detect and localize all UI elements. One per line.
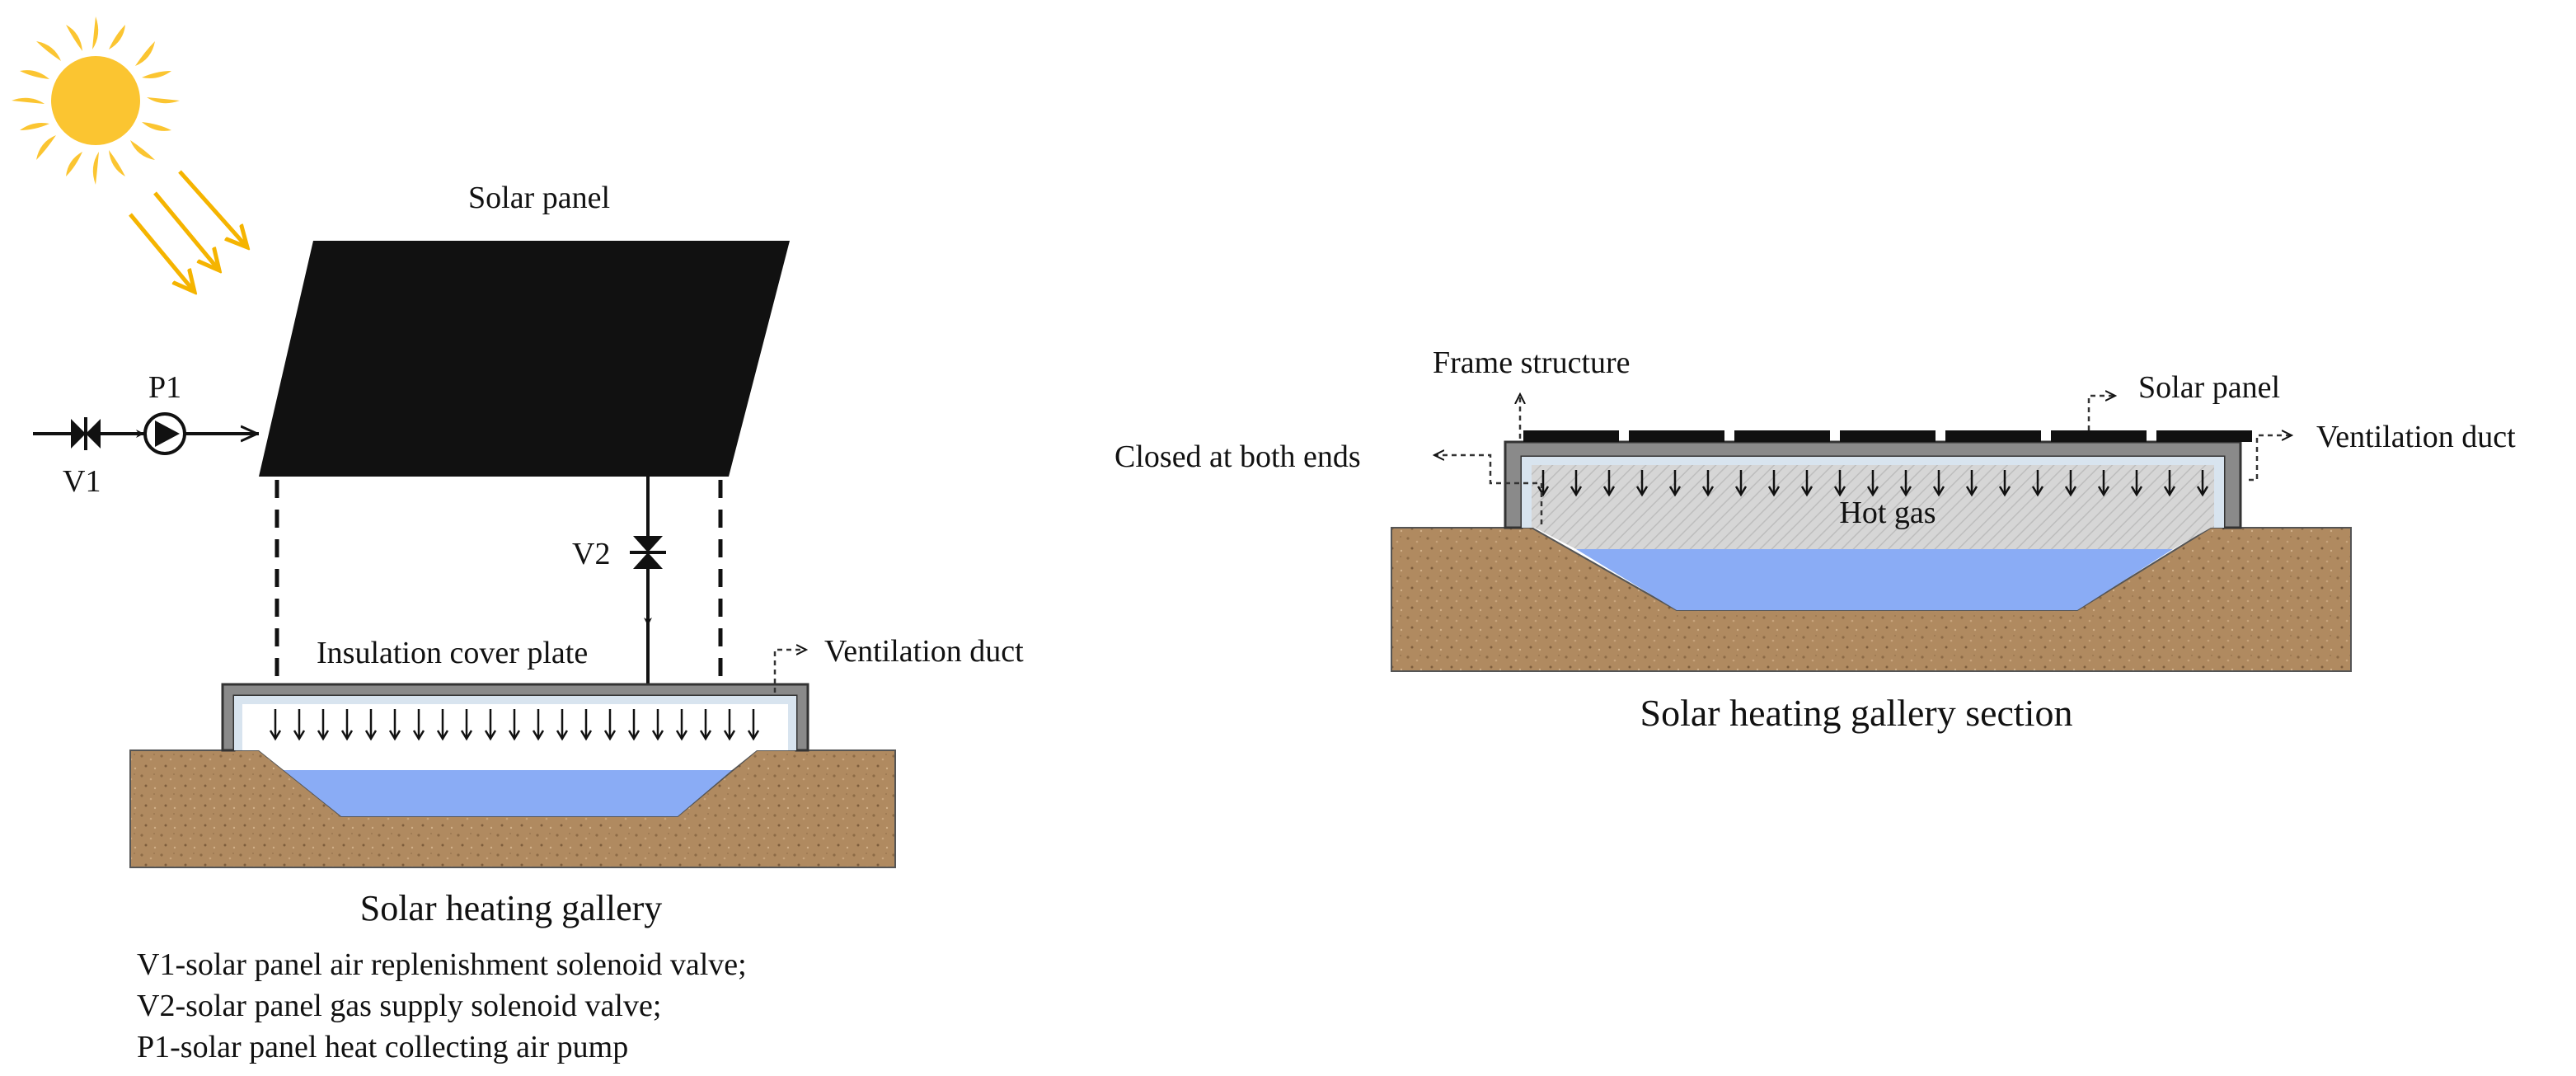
arrow-head	[508, 730, 521, 741]
p1-label: P1	[148, 370, 181, 405]
right-figure: Hot gas Frame structure Closed at both e…	[1114, 345, 2516, 734]
arrow-head	[651, 730, 664, 741]
arrow-head	[556, 730, 569, 741]
arrow-head	[293, 730, 306, 741]
arrow-head	[1734, 486, 1748, 497]
arrow-head	[1767, 486, 1781, 497]
arrow-head	[699, 730, 712, 741]
down-arrows	[269, 709, 760, 741]
frame-structure-label: Frame structure	[1433, 345, 1631, 380]
closed-ends-pointer	[1434, 455, 1543, 524]
arrow-head	[484, 730, 497, 741]
arrow-head	[1635, 486, 1649, 497]
arrow-head	[2064, 486, 2077, 497]
arrow-head	[1866, 486, 1879, 497]
arrow-head	[460, 730, 473, 741]
solar-panel-segment	[1734, 430, 1830, 442]
legend-item: P1-solar panel heat collecting air pump	[137, 1030, 628, 1064]
right-caption: Solar heating gallery section	[1640, 692, 2072, 734]
arrow-head	[1932, 486, 1945, 497]
arrow-head	[675, 730, 688, 741]
solar-panel-segment	[1840, 430, 1936, 442]
arrow-head	[1537, 486, 1550, 497]
solar-panel-pointer	[2087, 396, 2115, 430]
arrow-head	[2097, 486, 2110, 497]
arrow-head	[579, 730, 593, 741]
water	[1576, 549, 2173, 610]
arrow-head	[412, 730, 425, 741]
arrow-head	[340, 730, 354, 741]
v2-label: V2	[572, 537, 610, 571]
left-caption: Solar heating gallery	[360, 888, 663, 928]
solar-panel-segment	[1945, 430, 2041, 442]
arrow-head	[747, 730, 760, 741]
arrow-head	[1899, 486, 1912, 497]
solar-panel-segment	[1523, 430, 1619, 442]
arrow-head	[1998, 486, 2011, 497]
arrow-head	[1965, 486, 1978, 497]
arrow-head	[317, 730, 330, 741]
arrow-head	[532, 730, 545, 741]
arrow-head	[2163, 486, 2176, 497]
left-figure: Solar panel V1 P1	[12, 16, 1024, 1064]
arrow-head	[269, 730, 282, 741]
insulation-cover-plate-label: Insulation cover plate	[317, 636, 588, 670]
ventilation-duct-label: Ventilation duct	[824, 634, 1024, 669]
valve-icon	[630, 536, 666, 569]
solar-panel-label: Solar panel	[468, 181, 610, 215]
sun-rays	[129, 170, 247, 292]
inner-lining	[234, 696, 796, 750]
solar-panel-segments	[1523, 430, 2252, 442]
v1-label: V1	[63, 464, 101, 499]
solar-panel-label: Solar panel	[2138, 370, 2280, 405]
hot-gas-label: Hot gas	[1839, 496, 1936, 530]
valve-icon	[71, 417, 101, 450]
arrow-head	[1602, 486, 1616, 497]
solar-panel-segment	[1629, 430, 1724, 442]
sun-icon	[12, 16, 180, 185]
arrow-head	[436, 730, 449, 741]
solar-panel	[259, 241, 790, 477]
arrow-head	[1833, 486, 1846, 497]
legend-item: V2-solar panel gas supply solenoid valve…	[137, 989, 661, 1023]
arrow-head	[603, 730, 617, 741]
arrow-head	[1668, 486, 1682, 497]
solar-panel-segment	[2051, 430, 2147, 442]
water	[284, 770, 732, 816]
arrow-head	[1570, 486, 1583, 497]
arrow-head	[364, 730, 378, 741]
ventilation-duct-pointer	[773, 650, 806, 693]
solar-panel-segment	[2156, 430, 2252, 442]
legend-item: V1-solar panel air replenishment solenoi…	[137, 947, 747, 982]
ventilation-duct-pointer	[2249, 435, 2292, 482]
ventilation-duct-label: Ventilation duct	[2316, 420, 2516, 454]
arrow-head	[2031, 486, 2044, 497]
arrow-head	[388, 730, 401, 741]
inner-lining	[1522, 457, 2224, 528]
arrow-head	[723, 730, 736, 741]
arrow-head	[1701, 486, 1715, 497]
dashed-supports	[274, 480, 723, 683]
arrow-head	[627, 730, 640, 741]
arrow-head	[2196, 486, 2209, 497]
pump-icon	[143, 412, 186, 455]
closed-at-both-ends-label: Closed at both ends	[1114, 439, 1361, 474]
arrow-head	[2130, 486, 2143, 497]
down-arrows	[1537, 470, 2209, 497]
hot-gas-zone	[1532, 465, 2214, 549]
arrow-head	[1800, 486, 1814, 497]
